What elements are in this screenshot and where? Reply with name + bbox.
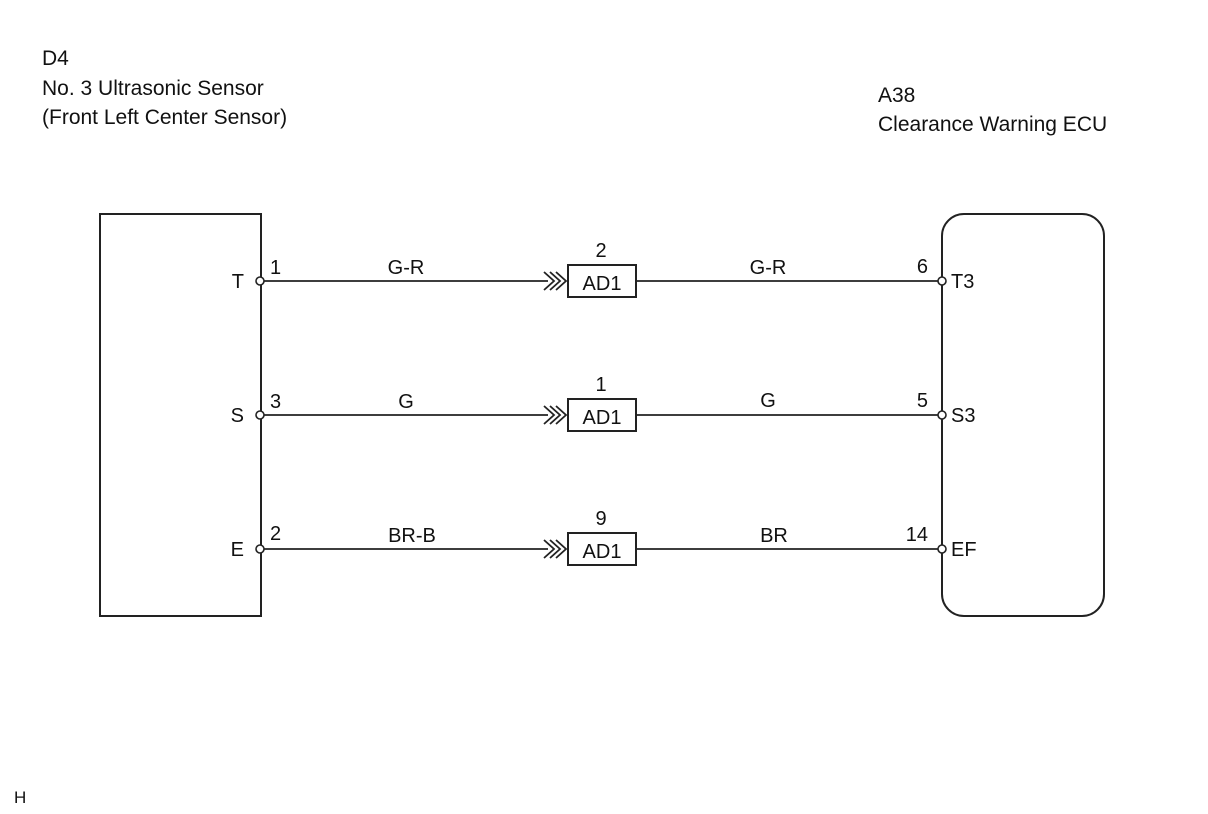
right-wire-color: BR [760,525,788,547]
connector-box [567,532,637,566]
right-wire-color: G-R [750,257,787,279]
connector-box [567,264,637,298]
connector-arrow-icon [555,271,568,291]
connector-arrow-icon [555,405,568,425]
left-terminal-dot [255,544,265,554]
connector-arrow-icon [543,539,556,559]
left-terminal-name: E [231,539,244,561]
left-terminal-dot [255,410,265,420]
right-terminal-dot [937,544,947,554]
left-wire-color: G [398,391,414,413]
connector-label: AD1 [583,407,622,429]
wire-row: AD1 2 T 1 G-R G-R 6 T3 [232,240,974,298]
connector-box [567,398,637,432]
wire-row: AD1 9 E 2 BR-B BR 14 EF [231,508,977,566]
connector-pin: 2 [595,240,606,262]
left-pin-number: 3 [270,391,281,413]
connector-pin: 1 [595,374,606,396]
left-terminal-name: T [232,271,244,293]
right-terminal-dot [937,410,947,420]
right-pin-number: 6 [917,256,928,278]
left-wire-color: G-R [388,257,425,279]
left-pin-number: 2 [270,523,281,545]
connector-arrow-icon [549,271,562,291]
left-component-subname: (Front Left Center Sensor) [42,106,288,129]
left-wire-color: BR-B [388,525,436,547]
connector-label: AD1 [583,273,622,295]
left-component-code: D4 [42,47,69,70]
connector-pin: 9 [595,508,606,530]
connector-label: AD1 [583,541,622,563]
connector-arrow-icon [549,539,562,559]
right-terminal-name: EF [951,539,977,561]
connector-arrow-icon [549,405,562,425]
right-component-name: Clearance Warning ECU [878,113,1108,136]
left-component-name: No. 3 Ultrasonic Sensor [42,77,264,100]
left-pin-number: 1 [270,257,281,279]
right-component-code: A38 [878,84,916,107]
right-wire-color: G [760,390,776,412]
connector-arrow-icon [543,405,556,425]
left-terminal-name: S [231,405,244,427]
right-terminal-name: S3 [951,405,975,427]
wire-row: AD1 1 S 3 G G 5 S3 [231,374,975,432]
connector-arrow-icon [543,271,556,291]
right-terminal-name: T3 [951,271,974,293]
footer-code: H [14,788,27,807]
right-pin-number: 14 [906,524,928,546]
right-pin-number: 5 [917,390,928,412]
left-terminal-dot [255,276,265,286]
connector-arrow-icon [555,539,568,559]
right-terminal-dot [937,276,947,286]
